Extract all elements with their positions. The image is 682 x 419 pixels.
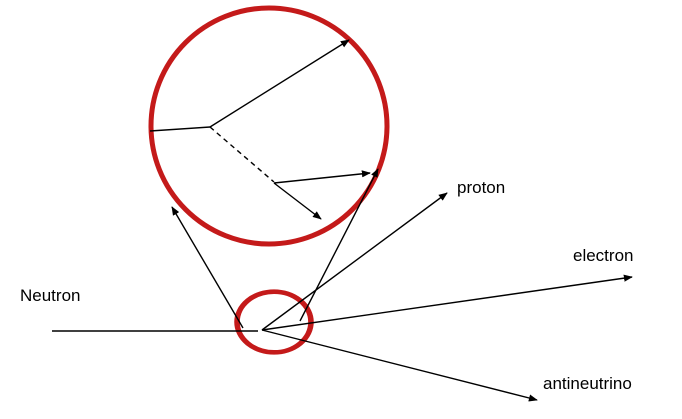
magnified-electron-arrow (273, 170, 371, 184)
magnified-dashed-track (209, 126, 275, 183)
electron-label: electron (573, 246, 633, 265)
magnified-antineutrino-arrow (273, 182, 322, 220)
electron-track-arrow (261, 274, 633, 331)
antineutrino-track-arrow (261, 329, 538, 402)
antineutrino-label: antineutrino (543, 374, 632, 393)
magnify-pointer-arrow-right (299, 168, 379, 322)
neutron-label: Neutron (20, 286, 80, 305)
magnify-pointer-arrow-left (171, 206, 244, 329)
magnified-neutron-track (149, 126, 211, 132)
magnified-proton-arrow (209, 39, 350, 128)
proton-label: proton (457, 178, 505, 197)
proton-track-arrow (261, 192, 448, 331)
magnified-view-circle (148, 5, 390, 247)
decay-point-circle (234, 289, 314, 355)
